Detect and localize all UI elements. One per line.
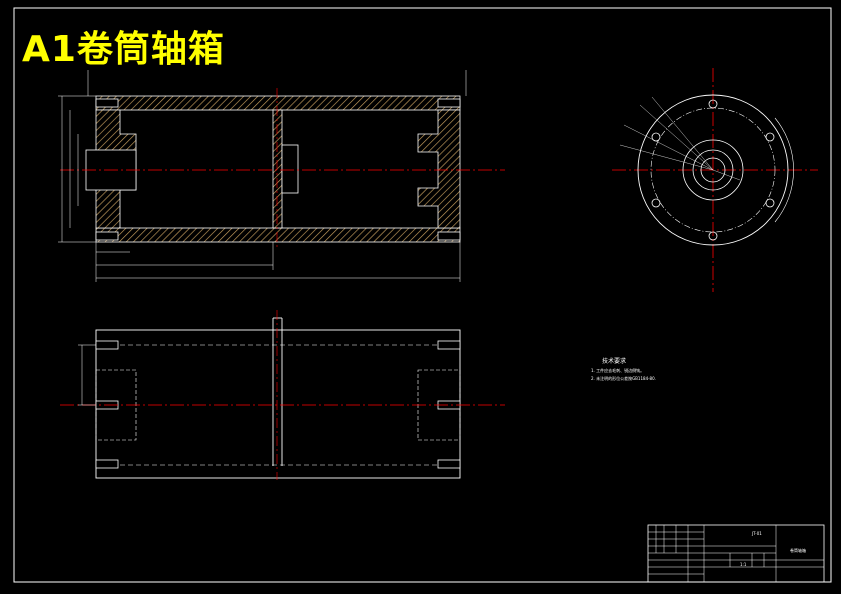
note-line: 2. 未注明的形位公差按GB1184-80. bbox=[591, 376, 656, 381]
end-view bbox=[612, 68, 818, 292]
title-block-code: JT-01 bbox=[752, 531, 762, 536]
front-section-view bbox=[58, 70, 505, 282]
title-block-drawing-name: 卷筒轴箱 bbox=[790, 548, 806, 553]
plan-view bbox=[60, 310, 505, 480]
title-block-scale: 1:1 bbox=[740, 562, 747, 567]
sheet-border bbox=[13, 7, 832, 583]
notes-heading: 技术要求 bbox=[602, 358, 627, 365]
drawing-title: A1卷筒轴箱 bbox=[22, 29, 225, 70]
note-line: 1. 工件应去毛刺、锐边倒钝。 bbox=[591, 368, 645, 373]
title-block bbox=[647, 524, 825, 583]
